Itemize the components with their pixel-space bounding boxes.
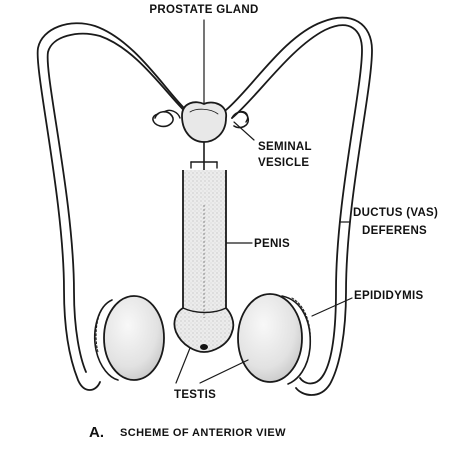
label-ductus-1: DUCTUS (VAS) [353, 207, 438, 219]
seminal-vesicle-left [152, 109, 181, 128]
left-testis [94, 295, 165, 381]
leader-lines [175, 19, 353, 384]
label-prostate-gland: PROSTATE GLAND [149, 4, 258, 16]
seminal-vesicle-right [231, 110, 250, 129]
label-seminal-vesicle-2: VESICLE [258, 157, 309, 169]
left-ductus-deferens [36, 22, 193, 391]
right-ductus-deferens [225, 16, 373, 396]
caption-text: SCHEME OF ANTERIOR VIEW [120, 427, 286, 439]
label-epididymis: EPIDIDYMIS [354, 290, 423, 302]
label-penis: PENIS [254, 238, 290, 250]
label-seminal-vesicle-1: SEMINAL [258, 141, 312, 153]
label-testis: TESTIS [174, 389, 216, 401]
label-ductus-2: DEFERENS [362, 225, 427, 237]
right-testis [237, 293, 312, 385]
penis [173, 170, 235, 353]
caption-letter: A. [89, 424, 104, 441]
prostate-gland [181, 101, 227, 143]
